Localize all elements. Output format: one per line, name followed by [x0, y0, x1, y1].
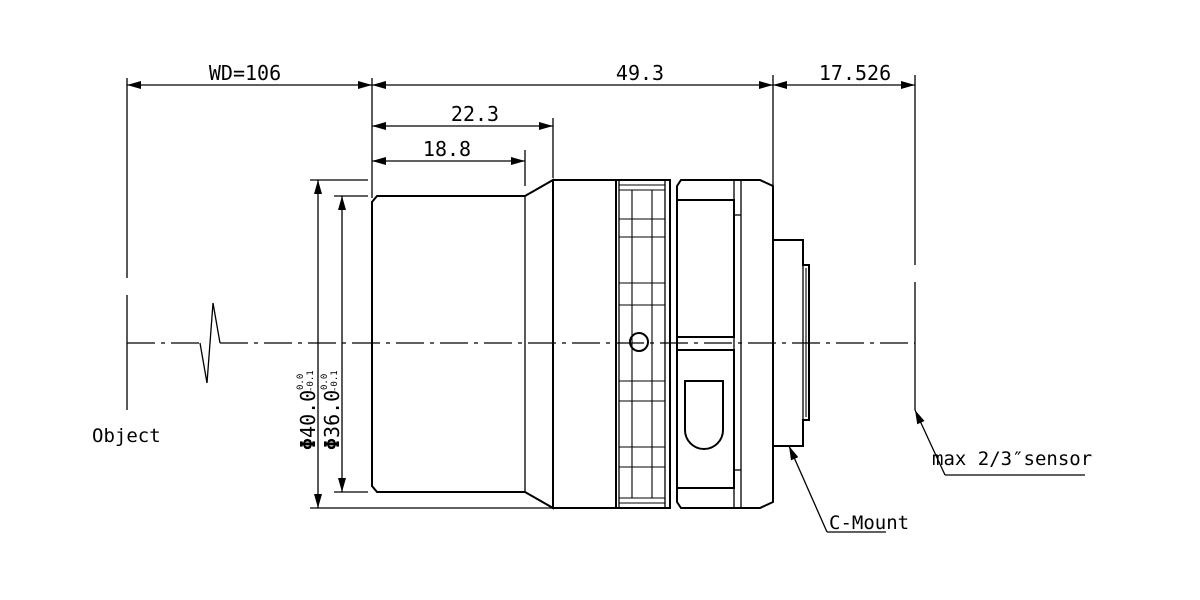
outer-diameter-value: 40.0	[296, 390, 320, 438]
dim-outer-diameter: Φ40.0 0.0 -0.1	[296, 180, 322, 508]
index-window	[684, 380, 724, 450]
lens-body	[371, 178, 810, 510]
extension-lines	[126, 75, 916, 509]
outer-tol-upper: 0.0	[296, 374, 306, 390]
c-mount-label: C-Mount	[829, 512, 909, 534]
dim-inner-diameter: Φ36.0 0.0 -0.1	[320, 196, 346, 492]
outer-diameter-symbol: Φ	[296, 438, 320, 450]
rear-barrel	[676, 179, 774, 509]
sensor-callout: max 2/3″sensor	[914, 409, 1092, 476]
inner-tol-upper: 0.0	[320, 374, 330, 390]
length-label: 49.3	[616, 61, 664, 85]
dim-front-barrel: 18.8	[372, 137, 525, 165]
sensor-label: max 2/3″sensor	[932, 448, 1092, 470]
c-mount-thread	[772, 239, 810, 447]
object-label: Object	[92, 425, 161, 447]
wd-label: WD=106	[209, 61, 281, 85]
dim-front-length: 22.3	[372, 102, 553, 130]
dim-total-length: 49.3	[372, 61, 773, 89]
svg-text:Φ40.0: Φ40.0	[296, 390, 320, 450]
svg-text:Φ36.0: Φ36.0	[320, 390, 344, 450]
dim-working-distance: WD=106	[127, 61, 372, 89]
optical-axis	[127, 302, 915, 384]
inner-tol-lower: -0.1	[330, 370, 340, 392]
focus-ring	[615, 179, 671, 509]
dim-back-focus: 17.526	[773, 61, 915, 89]
inner-diameter-symbol: Φ	[320, 438, 344, 450]
outer-tol-lower: -0.1	[306, 370, 316, 392]
front-length-label: 22.3	[451, 102, 499, 126]
front-barrel-label: 18.8	[423, 137, 471, 161]
c-mount-callout: C-Mount	[788, 445, 909, 534]
inner-diameter-value: 36.0	[320, 390, 344, 438]
back-focus-label: 17.526	[819, 61, 891, 85]
set-screw-icon	[629, 332, 649, 352]
